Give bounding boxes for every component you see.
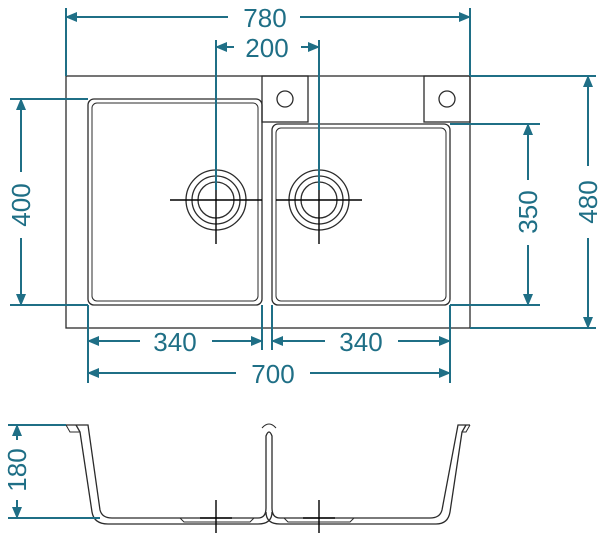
dimension-480-label: 480 [573,180,600,223]
dimension-780: 780 [65,3,471,76]
top-view [65,75,471,329]
dimension-700-label: 700 [251,359,294,389]
dimension-700: 700 [87,359,451,389]
left-basin [87,98,263,306]
dimension-200-label: 200 [245,33,288,63]
dimension-340-left-label: 340 [153,327,196,357]
dimension-200: 200 [215,33,320,190]
dimension-180: 180 [2,424,100,519]
dimension-400: 400 [6,98,88,306]
tap-hole-plate-left [261,75,309,123]
right-basin [271,123,451,306]
left-basin-inner [91,102,259,302]
right-basin-inner [275,127,447,302]
sink-outer-outline [65,75,471,329]
dimension-350-label: 350 [513,190,543,233]
dimension-480: 480 [470,75,600,329]
bowl-section-outer [66,424,470,519]
dimension-400-label: 400 [6,183,36,226]
dimension-350: 350 [450,123,543,306]
tap-hole-left [276,90,294,108]
tap-hole-plate-right [423,75,471,123]
dimension-180-label: 180 [2,448,32,491]
bowl-section-inner [75,424,467,525]
side-view [65,423,471,533]
dimension-340-left: 340 [87,305,263,383]
dimension-780-label: 780 [243,3,286,33]
dimension-340-right: 340 [271,305,451,383]
tap-hole-right [438,90,456,108]
dimension-340-right-label: 340 [339,327,382,357]
